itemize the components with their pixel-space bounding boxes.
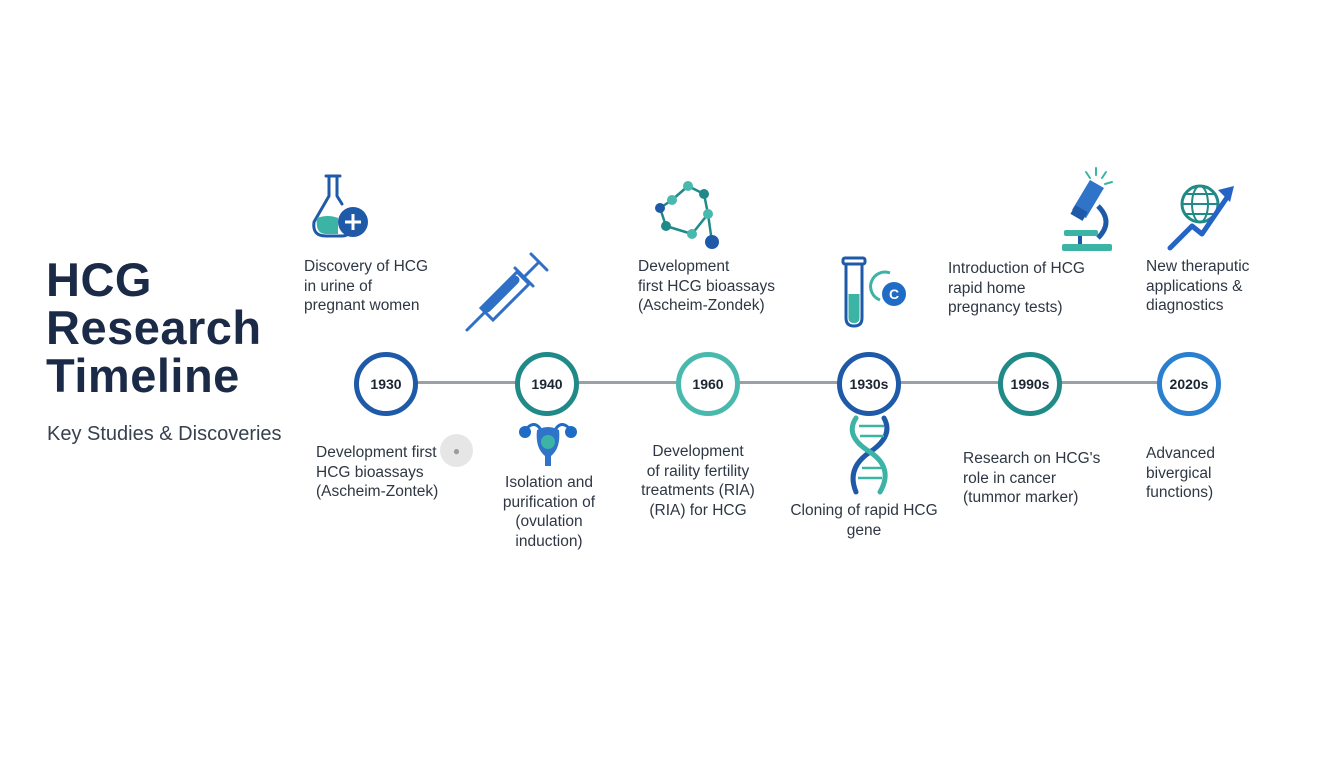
uterus-icon [519, 423, 577, 466]
timeline-axis [384, 381, 1190, 384]
milestone-node-1930s[interactable]: 1930s [837, 352, 901, 416]
cursor-indicator: ● [440, 434, 473, 467]
test-tube-icon: C [841, 256, 906, 328]
svg-text:C: C [889, 286, 899, 302]
milestone-1930-above-text: Discovery of HCG in urine of pregnant wo… [304, 258, 429, 314]
page-subtitle: Key Studies & Discoveries [47, 423, 282, 445]
flask-plus-icon [312, 174, 368, 238]
milestone-1930-below-text: Development first HCG bioassays (Ascheim… [316, 444, 439, 500]
milestone-node-1990s[interactable]: 1990s [998, 352, 1062, 416]
molecule-icon [655, 181, 719, 249]
milestone-1990s-below-text: Research on HCG's role in cancer (tummor… [963, 450, 1101, 506]
dna-icon [849, 415, 890, 495]
syringe-icon [465, 252, 549, 332]
milestone-1960-below-text: Development of raility fertility treatme… [641, 443, 755, 519]
page-title: HCG Research Timeline [46, 253, 262, 402]
milestone-1960-above-text: Development first HCG bioassays (Ascheim… [638, 258, 775, 314]
milestone-2020s-above-text: New theraputic applications & diagnostic… [1146, 258, 1250, 314]
milestone-1930s-below-text: Cloning of rapid HCG gene [790, 502, 938, 539]
milestone-1940-below-text: Isolation and purification of (ovulation… [502, 474, 596, 550]
milestone-node-2020s[interactable]: 2020s [1157, 352, 1221, 416]
microscope-icon [1062, 167, 1113, 251]
milestone-node-1940[interactable]: 1940 [515, 352, 579, 416]
milestone-node-1930[interactable]: 1930 [354, 352, 418, 416]
milestone-2020s-below-text: Advanced bivergical functions) [1146, 445, 1215, 501]
milestone-1990s-above-text: Introduction of HCG rapid home pregnancy… [948, 260, 1085, 316]
globe-growth-icon [1167, 184, 1234, 251]
milestone-node-1960[interactable]: 1960 [676, 352, 740, 416]
